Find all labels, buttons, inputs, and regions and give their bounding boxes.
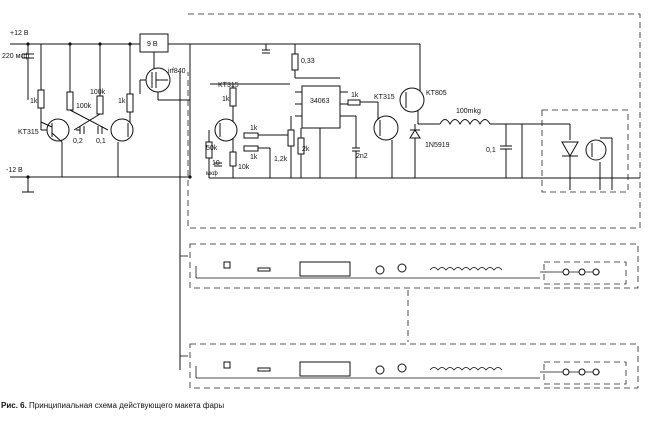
output-stage: [373, 87, 570, 178]
label-r-10k: 10k: [238, 164, 250, 171]
label-r-1k-d: 1k: [250, 125, 258, 132]
component-labels: +12 В 220 мкф 9 В irf840 1k 100k 100k 1k…: [2, 30, 496, 177]
label-r-1k-e: 1k: [250, 154, 258, 161]
label-c-10-unit: мкф: [206, 171, 218, 177]
label-supply-neg: -12 В: [6, 167, 23, 174]
optocoupler: [561, 124, 613, 190]
label-r-1k-f: 1k: [351, 92, 359, 99]
label-kt315-a: KT315: [18, 129, 39, 136]
label-r-2k: 2k: [302, 146, 310, 153]
label-kt805: KT805: [426, 90, 447, 97]
label-d-1n5919: 1N5919: [425, 142, 450, 149]
label-r-033: 0,33: [301, 58, 315, 65]
controller-34063: [262, 44, 378, 178]
caption-text: Принципиальная схема действующего макета…: [26, 401, 225, 410]
label-r-1k-a: 1k: [30, 98, 38, 105]
supply-rails: [10, 42, 421, 193]
label-r-1k-c: 1k: [222, 96, 230, 103]
regulator-9v: [130, 33, 169, 64]
label-c-2n2: 2n2: [356, 153, 368, 160]
transistor-stage-2: [205, 83, 640, 179]
label-ic-34063: 34063: [310, 98, 330, 105]
capacitor-220: [22, 44, 34, 100]
label-l-100mkg: 100mkg: [456, 108, 481, 115]
label-cap-220: 220 мкф: [2, 53, 29, 60]
label-c-01-b: 0,1: [486, 147, 496, 154]
label-r-100k-b: 100k: [90, 89, 106, 96]
caption-prefix: Рис. 6.: [1, 401, 27, 410]
label-r-12k: 1,2k: [274, 156, 288, 163]
label-r-100k-a: 100k: [76, 103, 92, 110]
label-c-10: 10: [212, 160, 220, 167]
label-c-01-a: 0,1: [96, 138, 106, 145]
label-c-02: 0,2: [73, 138, 83, 145]
label-r-1k-b: 1k: [118, 98, 126, 105]
figure-caption: Рис. 6. Принципиальная схема действующег…: [1, 401, 224, 410]
label-kt315-c: KT315: [374, 94, 395, 101]
label-reg-9v: 9 В: [147, 41, 158, 48]
mosfet-irf840: [139, 64, 190, 101]
channel-copy-1: [179, 72, 600, 370]
label-supply-pos: +12 В: [10, 30, 29, 37]
label-kt315-b: KT315: [218, 82, 239, 89]
dashed-enclosures: [187, 13, 641, 389]
multivibrator: [37, 44, 134, 177]
label-r-50k: 50k: [206, 145, 218, 152]
label-mosfet: irf840: [168, 68, 186, 75]
channel-copy-2: [180, 355, 600, 379]
